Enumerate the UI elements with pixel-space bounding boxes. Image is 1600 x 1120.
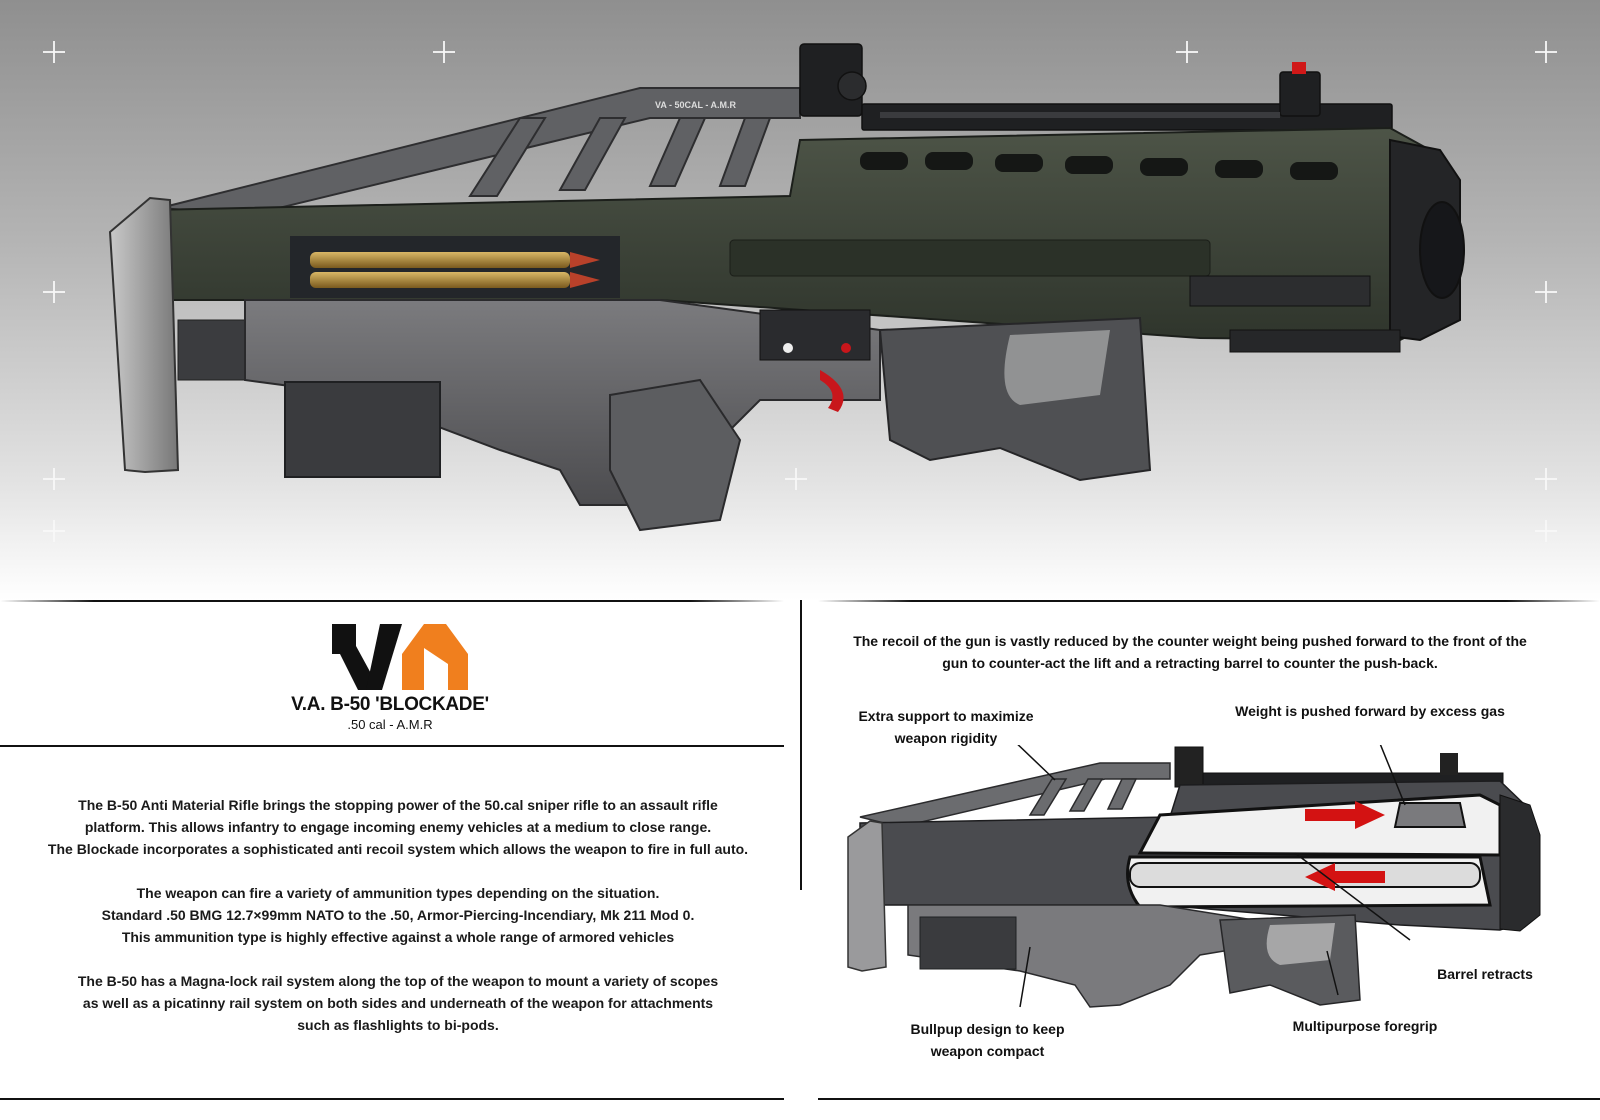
weapon-engraving: VA - 50CAL - A.M.R bbox=[655, 100, 737, 110]
callout-line: Bullpup design to keep bbox=[910, 1021, 1065, 1037]
crosshair-marker-icon bbox=[1535, 520, 1557, 542]
divider-left-mid bbox=[0, 745, 784, 747]
fire-selector bbox=[759, 309, 871, 361]
crosshair-marker-icon bbox=[785, 468, 807, 490]
crosshair-marker-icon bbox=[1535, 41, 1557, 63]
top-rail bbox=[799, 43, 1393, 131]
divider-right-top bbox=[818, 600, 1600, 602]
magazine bbox=[284, 381, 441, 478]
ammo-window bbox=[290, 236, 620, 298]
crosshair-marker-icon bbox=[43, 41, 65, 63]
callout-line: weapon compact bbox=[930, 1043, 1045, 1059]
description-line: as well as a picatinny rail system on bo… bbox=[82, 995, 714, 1011]
stock-pad bbox=[177, 319, 249, 381]
description-line: The B-50 has a Magna-lock rail system al… bbox=[77, 973, 719, 989]
description-paragraph-2: The weapon can fire a variety of ammunit… bbox=[12, 882, 784, 948]
buttstock bbox=[108, 196, 180, 474]
callout-barrel-retracts: Barrel retracts bbox=[1410, 963, 1560, 985]
crosshair-marker-icon bbox=[1535, 468, 1557, 490]
divider-right-bottom bbox=[818, 1098, 1600, 1100]
crosshair-marker-icon bbox=[43, 281, 65, 303]
callout-foregrip: Multipurpose foregrip bbox=[1265, 1015, 1465, 1037]
callout-weight-forward: Weight is pushed forward by excess gas bbox=[1215, 700, 1525, 722]
side-picatinny-rail bbox=[1189, 275, 1371, 307]
description-line: This ammunition type is highly effective… bbox=[121, 929, 675, 945]
recoil-diagram bbox=[847, 745, 1541, 1008]
divider-vertical bbox=[800, 600, 802, 890]
crosshair-marker-icon bbox=[1535, 281, 1557, 303]
recoil-info: The recoil of the gun is vastly reduced … bbox=[820, 630, 1560, 674]
muzzle bbox=[1389, 138, 1465, 342]
side-channel bbox=[729, 239, 1211, 277]
hero-illustration: VA - 50CAL - A.M.R bbox=[0, 0, 1600, 600]
vent-slots bbox=[860, 152, 1338, 180]
weapon-title: V.A. B-50 'BLOCKADE' bbox=[291, 694, 489, 715]
callout-bullpup: Bullpup design to keep weapon compact bbox=[880, 1018, 1095, 1062]
crosshair-marker-icon bbox=[1176, 41, 1198, 63]
divider-left-top bbox=[0, 600, 784, 602]
crosshair-marker-icon bbox=[43, 468, 65, 490]
callout-line: Multipurpose foregrip bbox=[1292, 1018, 1438, 1034]
callout-extra-support: Extra support to maximize weapon rigidit… bbox=[846, 705, 1046, 749]
recoil-line: The recoil of the gun is vastly reduced … bbox=[853, 633, 1527, 649]
divider-left-bottom bbox=[0, 1098, 784, 1100]
callout-line: Barrel retracts bbox=[1437, 966, 1533, 982]
callout-line: Extra support to maximize bbox=[858, 708, 1034, 724]
pistol-grip bbox=[609, 378, 742, 532]
bottom-rail bbox=[1229, 329, 1401, 353]
weapon-subtitle: .50 cal - A.M.R bbox=[347, 717, 433, 732]
trigger bbox=[820, 370, 844, 412]
description-line: Standard .50 BMG 12.7×99mm NATO to the .… bbox=[101, 907, 695, 923]
description-line: The B-50 Anti Material Rifle brings the … bbox=[78, 797, 718, 813]
description-paragraph-1: The B-50 Anti Material Rifle brings the … bbox=[12, 794, 784, 860]
callout-line: weapon rigidity bbox=[894, 730, 998, 746]
description-line: such as flashlights to bi-pods. bbox=[297, 1017, 499, 1033]
description-line: The Blockade incorporates a sophisticate… bbox=[47, 841, 749, 857]
support-truss bbox=[159, 87, 801, 217]
description-line: The weapon can fire a variety of ammunit… bbox=[136, 885, 660, 901]
rifle-illustration: VA - 50CAL - A.M.R bbox=[108, 43, 1465, 532]
callout-line: Weight is pushed forward by excess gas bbox=[1235, 703, 1505, 719]
crosshair-marker-icon bbox=[43, 520, 65, 542]
crosshair-marker-icon bbox=[433, 41, 455, 63]
va-logo bbox=[332, 624, 468, 690]
recoil-line: gun to counter-act the lift and a retrac… bbox=[942, 655, 1438, 671]
description-paragraph-3: The B-50 has a Magna-lock rail system al… bbox=[12, 970, 784, 1036]
description-line: platform. This allows infantry to engage… bbox=[84, 819, 712, 835]
